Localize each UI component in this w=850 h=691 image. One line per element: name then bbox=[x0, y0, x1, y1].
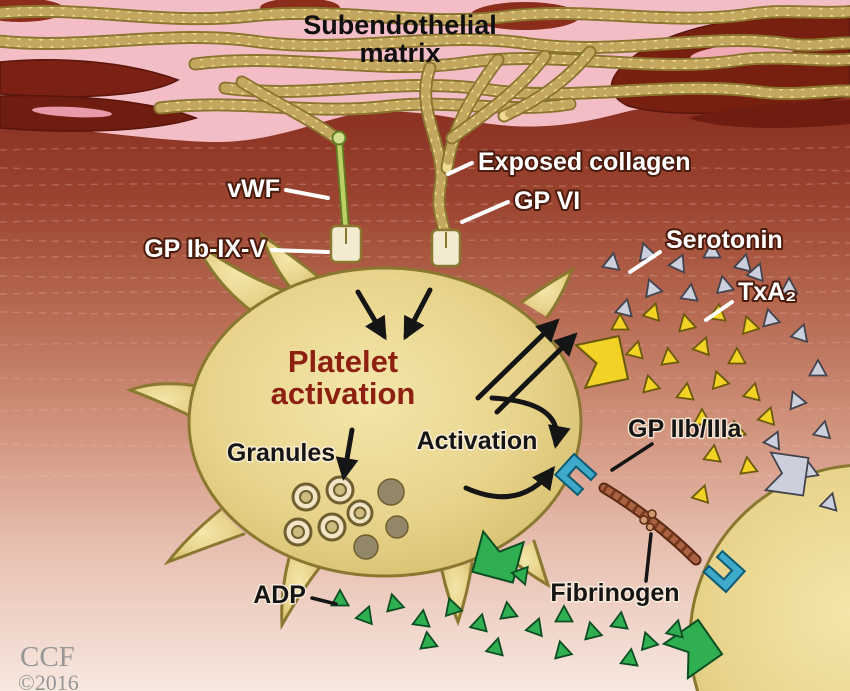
pseudopod bbox=[520, 266, 575, 319]
granule-core bbox=[291, 525, 305, 539]
platelet-activation-title-line2: activation bbox=[271, 376, 416, 411]
pseudopod bbox=[125, 382, 203, 423]
gp-iib-iiia-pointer bbox=[610, 442, 654, 472]
granule-core bbox=[325, 520, 339, 534]
endothelial-cell-nucleus bbox=[32, 106, 112, 118]
dense-granule bbox=[385, 515, 409, 539]
label-gp-vi: GP VI bbox=[514, 187, 580, 215]
matrix-title-line1: Subendothelial bbox=[303, 10, 497, 40]
vwf-head bbox=[331, 130, 347, 146]
vwf-pointer bbox=[284, 188, 330, 200]
platelet-surface-receptors bbox=[329, 224, 462, 268]
adhesion-arrow bbox=[355, 289, 387, 341]
fibrinogen-pointer bbox=[644, 532, 653, 583]
label-granules: Granules bbox=[227, 439, 335, 467]
label-vwf: vWF bbox=[227, 175, 280, 203]
granule-arrow bbox=[335, 427, 359, 481]
granule-core bbox=[353, 506, 367, 520]
pseudopod bbox=[163, 508, 246, 566]
pointer-lines bbox=[270, 161, 734, 606]
gp-vi-pointer bbox=[460, 200, 510, 224]
watermark-org: CCF bbox=[20, 641, 75, 673]
watermark-year: ©2016 bbox=[18, 670, 79, 691]
endothelial-cell bbox=[688, 100, 850, 128]
matrix-title-line2: matrix bbox=[359, 38, 440, 68]
label-gp-ib-ix-v: GP Ib-IX-V bbox=[144, 235, 266, 263]
striation-line bbox=[0, 254, 850, 260]
label-serotonin: Serotonin bbox=[666, 226, 783, 254]
dense-granule bbox=[353, 534, 379, 560]
vwf-molecule bbox=[331, 130, 350, 236]
label-txa2: TxA₂ bbox=[738, 278, 796, 306]
pseudopod bbox=[440, 561, 474, 627]
label-activation: Activation bbox=[417, 427, 538, 455]
exposed-collagen-pointer bbox=[446, 161, 474, 176]
platelet-body bbox=[187, 266, 583, 578]
activation-curved-arrow bbox=[463, 466, 556, 500]
label-exposed-collagen: Exposed collagen bbox=[478, 148, 691, 176]
striation-line bbox=[0, 166, 850, 172]
serotonin-pointer bbox=[628, 250, 662, 274]
granule-core bbox=[299, 490, 313, 504]
labels: Subendothelial matrix vWF Exposed collag… bbox=[18, 10, 798, 691]
granule-core bbox=[333, 483, 347, 497]
label-fibrinogen: Fibrinogen bbox=[550, 579, 679, 607]
activation-arrows bbox=[335, 287, 578, 500]
fibrinogen-knob bbox=[647, 509, 657, 519]
label-gp-iib-iiia: GP IIb/IIIa bbox=[628, 415, 743, 443]
txa2-pointer bbox=[704, 300, 734, 322]
activation-curved-arrow bbox=[489, 395, 571, 449]
fibrinogen-knob bbox=[639, 515, 649, 525]
label-adp: ADP bbox=[253, 581, 306, 609]
platelet-activation-title-line1: Platelet bbox=[288, 344, 398, 379]
adhesion-arrow bbox=[403, 287, 433, 341]
striation-line bbox=[0, 202, 850, 208]
adp-pointer bbox=[310, 596, 338, 606]
striation-line bbox=[0, 146, 850, 152]
pseudopod bbox=[280, 552, 322, 631]
fibrinogen-bridge bbox=[554, 453, 746, 593]
striation-line bbox=[0, 182, 850, 188]
gp-ib-ix-v-pointer bbox=[270, 248, 330, 254]
dense-granule bbox=[377, 478, 405, 506]
fibrinogen-knob bbox=[645, 522, 655, 532]
granules-cluster bbox=[283, 475, 409, 560]
striation-line bbox=[0, 238, 850, 244]
striation-line bbox=[0, 218, 850, 224]
vwf-stalk bbox=[336, 137, 349, 235]
release-arrow bbox=[475, 318, 560, 401]
